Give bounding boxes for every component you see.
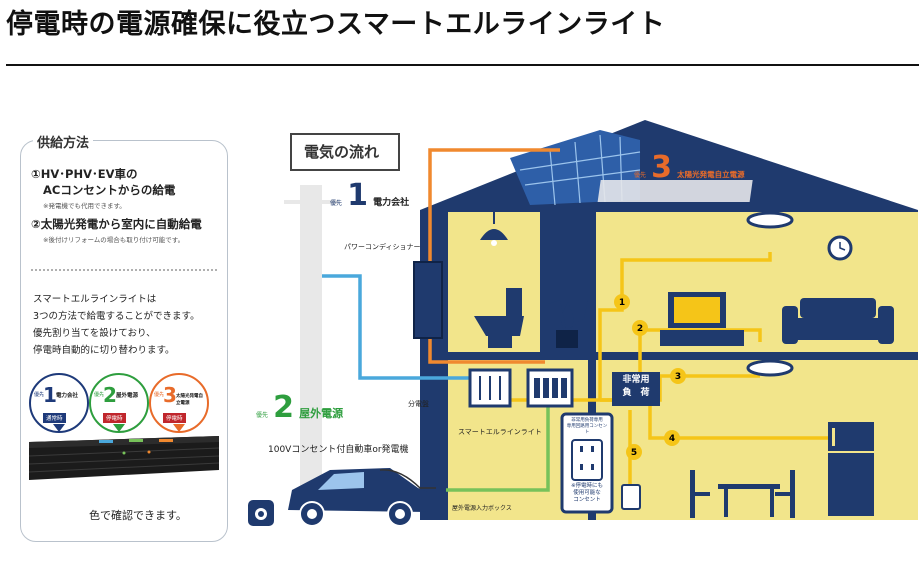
description-line: 優先割り当てを設けており、 [33, 328, 156, 339]
outlet-note: ※停電時にも 使用可能な コンセント [566, 483, 608, 504]
breaker-label: 分電盤 [408, 400, 429, 408]
television-icon [660, 292, 744, 346]
circuit-number: 3 [675, 372, 681, 382]
outlet-title-line1: 非常用負荷専用 [571, 418, 603, 423]
emergency-load-box [612, 372, 660, 406]
priority-bubble-2: 優先 2 屋外電源 停電時 [89, 373, 149, 433]
green-outdoor-line [440, 398, 550, 492]
car-icon [288, 468, 428, 527]
power-flow-diagram: 1 2 3 4 5 [248, 120, 918, 527]
bubble-prefix: 優先 [34, 392, 45, 398]
priority-3-label: 優先 3 太陽光発電自立電源 [634, 150, 745, 185]
smart-light-label: スマートエルラインライト [458, 428, 542, 436]
ceiling-light-upper-icon [746, 211, 794, 229]
circuit-number: 4 [669, 434, 675, 444]
circuit-number: 5 [631, 448, 637, 458]
method-2-note: ※後付けリフォームの場合も取り付け可能です。 [43, 236, 185, 244]
power-conditioner-box [413, 261, 443, 339]
priority-text: 屋外電源 [299, 407, 344, 420]
plant-icon [548, 300, 588, 348]
priority-prefix: 優先 [256, 412, 269, 419]
page-title: 停電時の電源確保に役立つスマートエルラインライト [6, 9, 666, 40]
outlet-title: 非常用負荷専用 専用回路用コンセント [566, 418, 608, 436]
orange-solar-line [428, 148, 560, 262]
bubble-prefix: 優先 [94, 392, 105, 398]
dining-set-icon [690, 470, 795, 518]
blue-utility-line [322, 274, 470, 380]
solar-label-band [597, 180, 753, 202]
yellow-circuit-1 [598, 252, 772, 400]
car-cable [379, 469, 438, 489]
priority-number: 2 [273, 390, 294, 425]
circuit-badges: 1 2 3 4 5 [614, 294, 686, 460]
description-line: 3つの方法で給電することができます。 [33, 311, 200, 322]
description-text: スマートエルラインライトは 3つの方法で給電することができます。 優先割り当てを… [33, 291, 223, 359]
emergency-load-label: 非常用 負 荷 [616, 374, 656, 400]
priority-text: 太陽光発電自立電源 [677, 170, 745, 179]
method-2-line1: ②太陽光発電から室内に自動給電 [31, 217, 202, 231]
emergency-load-line2: 負 荷 [622, 388, 650, 398]
bubble-number: 1 [43, 383, 57, 407]
priority-prefix: 優先 [330, 200, 343, 207]
supply-method-panel: 供給方法 ①HV･PHV･EV車の ACコンセントからの給電 ※発電機でも代用で… [20, 132, 228, 542]
bubble-label: 屋外電源 [116, 393, 139, 399]
priority-2-label: 優先 2 屋外電源 [256, 390, 343, 425]
outlet-note-line3: コンセント [573, 497, 601, 503]
method-1-line1: ①HV･PHV･EV車の [31, 167, 138, 181]
outlet-note-line1: ※停電時にも [570, 483, 604, 489]
description-line: 停電時自動的に切り替わります。 [33, 345, 175, 356]
outlet-title-line2: 専用回路用コンセント [566, 424, 608, 435]
orange-pcs-line [428, 338, 545, 364]
panel-heading: 供給方法 [33, 132, 94, 151]
emergency-load-line1: 非常用 [622, 375, 650, 385]
outdoor-input-box [436, 484, 446, 498]
refrigerator-icon [828, 422, 874, 516]
bubble-label: 太陽光発電自立電源 [176, 394, 203, 406]
pendant-lamp-icon [480, 212, 508, 246]
ceiling-light-lower-icon [746, 359, 794, 377]
toilet-icon [474, 288, 524, 348]
dotted-divider [31, 269, 217, 271]
bubble-number: 3 [163, 383, 177, 407]
circuit-number: 1 [619, 298, 625, 308]
description-line: スマートエルラインライトは [33, 294, 157, 305]
bubble-prefix: 優先 [154, 392, 165, 398]
priority-prefix: 優先 [634, 172, 647, 179]
generator-icon [248, 500, 274, 526]
smart-light-device-illustration [29, 436, 219, 480]
title-divider [6, 64, 919, 66]
method-1-line2: ACコンセントからの給電 [43, 183, 176, 197]
priority-1-label: 優先 1 電力会社 [330, 178, 409, 213]
priority-number: 3 [651, 150, 672, 185]
bubble-number: 2 [103, 383, 117, 407]
bubble-tag: 停電時 [103, 413, 126, 423]
sofa-icon [782, 298, 894, 344]
priority-bubble-3: 優先 3 太陽光発電自立電源 停電時 [149, 373, 209, 433]
bubble-tag: 通常時 [43, 413, 66, 423]
power-flow-title: 電気の流れ [304, 143, 380, 161]
circuit-number: 2 [637, 324, 643, 334]
priority-2-sublabel: 100Vコンセント付自動車or発電機 [268, 445, 409, 455]
outdoor-box-label: 屋外電源入力ボックス [452, 505, 512, 512]
priority-number: 1 [347, 178, 368, 213]
confirm-by-color-text: 色で確認できます。 [89, 509, 187, 522]
wall-outlet-icon [621, 484, 641, 510]
power-flow-title-box: 電気の流れ [290, 133, 400, 171]
priority-bubble-1: 優先 1 電力会社 通常時 [29, 373, 89, 433]
method-1-note: ※発電機でも代用できます。 [43, 202, 126, 210]
power-conditioner-label: パワーコンディショナー [344, 243, 421, 251]
priority-text: 電力会社 [373, 198, 410, 208]
outlet-note-line2: 使用可能な [573, 490, 601, 496]
utility-pole [300, 185, 322, 515]
bubble-label: 電力会社 [56, 393, 79, 399]
bubble-tag: 停電時 [163, 413, 186, 423]
